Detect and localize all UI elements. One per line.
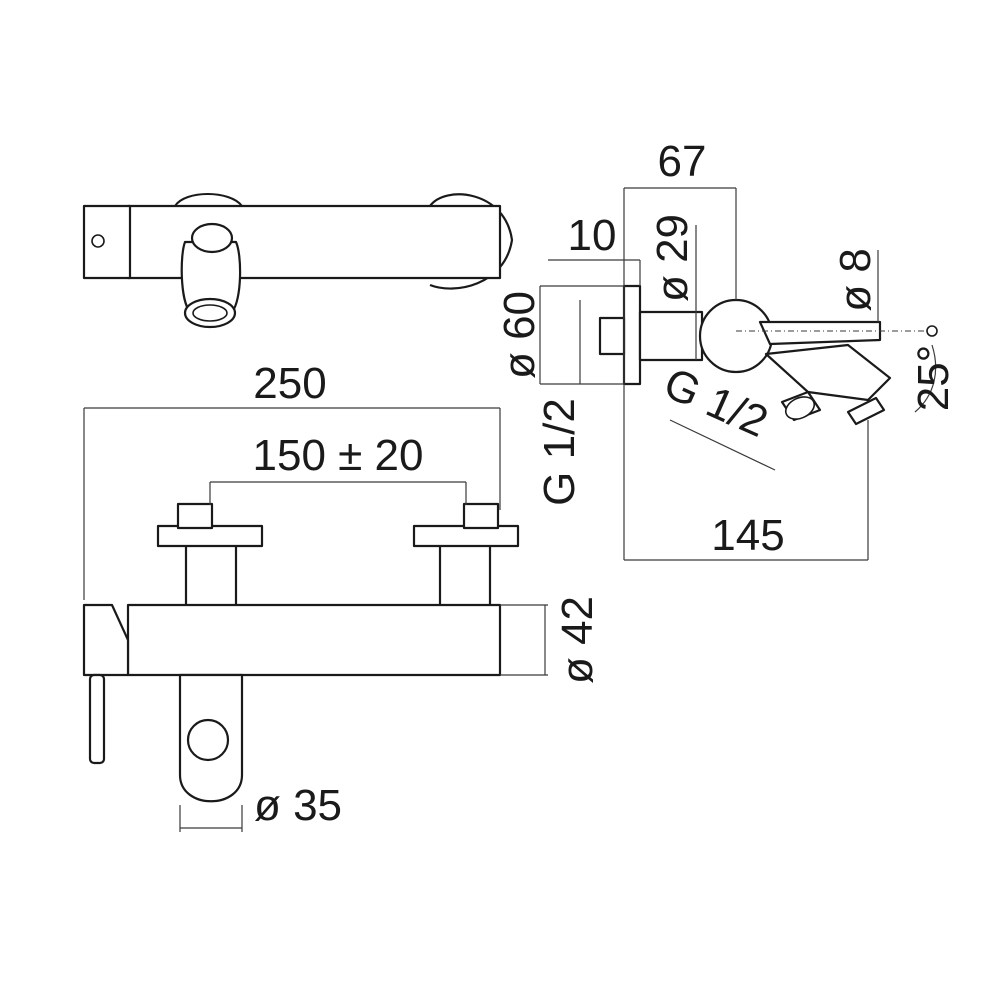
front-view-stub-left — [176, 502, 214, 530]
top-view-handle-dot — [91, 234, 105, 248]
label-inlet-spacing: 150 ± 20 — [253, 431, 424, 480]
front-view-lever — [88, 673, 106, 765]
front-view-stub-right — [462, 502, 500, 530]
top-view-outlet-inner — [192, 304, 228, 322]
side-view-lever-end-marker — [926, 325, 938, 337]
side-view-lever — [758, 320, 882, 346]
label-wall-thread: G 1/2 — [535, 398, 584, 506]
label-lever-diameter: ø 8 — [831, 248, 880, 312]
label-flange-thickness: 10 — [568, 211, 617, 260]
side-view-outlet-end — [784, 396, 816, 420]
side-view-connector — [638, 310, 704, 362]
side-view — [598, 284, 938, 426]
label-spout-angle: 25° — [909, 345, 958, 412]
label-projection-depth: 67 — [658, 137, 707, 186]
label-outlet-thread: G 1/2 — [657, 358, 775, 447]
front-view-dimensions — [83, 407, 548, 832]
top-view-diverter-knob — [190, 222, 234, 254]
side-view-spout — [764, 343, 892, 402]
side-view-wall-flange — [622, 284, 642, 386]
front-view-body — [126, 603, 502, 677]
front-view-spout-outlet — [186, 718, 230, 762]
top-view-flange-left — [174, 193, 243, 207]
side-view-dimensions — [539, 187, 937, 561]
label-flange-diameter: ø 60 — [495, 291, 544, 379]
label-spout-reach: 145 — [711, 511, 784, 560]
front-view — [82, 502, 520, 803]
top-view — [82, 193, 514, 329]
front-view-handle — [82, 603, 130, 677]
top-view-handle — [82, 204, 132, 280]
label-overall-width: 250 — [253, 359, 326, 408]
side-view-spout-tip — [846, 396, 886, 426]
label-body-diameter: ø 42 — [553, 596, 602, 684]
label-body-diameter-side: ø 29 — [648, 214, 697, 302]
side-view-body — [698, 298, 774, 374]
label-spout-diameter: ø 35 — [254, 781, 342, 830]
side-view-nut — [598, 316, 626, 356]
